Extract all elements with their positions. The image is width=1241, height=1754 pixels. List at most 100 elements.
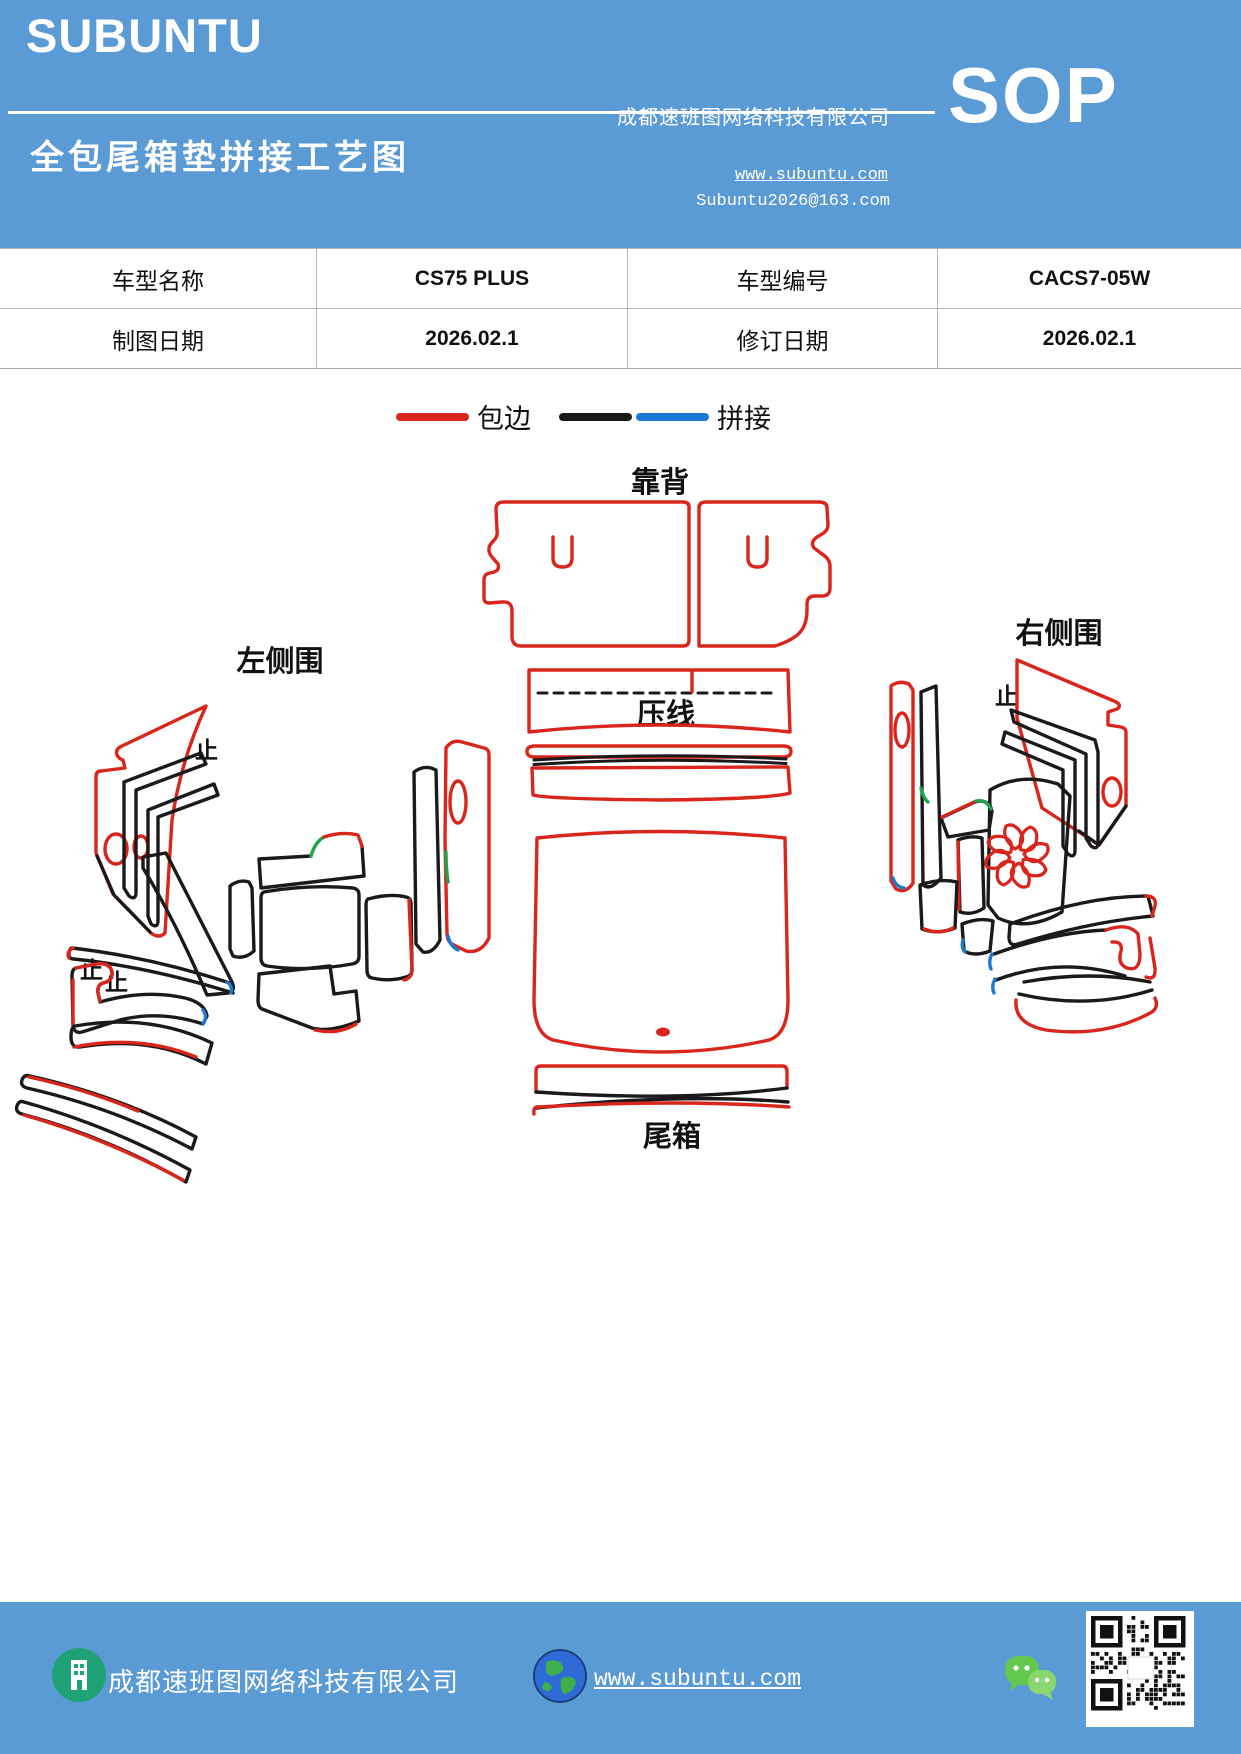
header-company-name: 成都速班图网络科技有限公司 [617,107,890,129]
right-chevron-2 [1000,730,1077,858]
left-tall-red-green-seg [444,850,450,884]
footer: 成都速班图网络科技有限公司 www.subuntu.com [0,1602,1241,1754]
left-outer-black-edge [95,854,152,934]
model-code-label: 车型编号 [628,248,938,308]
label-right-side: 右侧围 [1015,617,1102,650]
right-strip-3-line-1 [1022,974,1152,984]
right-tall-red-blue-tip [891,876,906,890]
globe-icon [533,1649,587,1703]
revise-date-value: 2026.02.1 [938,308,1241,368]
wide-band [530,765,792,802]
left-strip-1-red-cap [66,946,75,960]
footer-company-name: 成都速班图网络科技有限公司 [108,1667,460,1697]
trunk-strips [532,1064,791,1116]
left-oval-hole-1 [103,832,129,866]
right-strip-2-blue-tip-2 [991,977,997,995]
building-icon [52,1648,106,1702]
left-side-group [14,704,491,1184]
right-strip-2-red-edge [1144,936,1157,980]
trunk-mat-diagram: 包边 拼接 靠背 左侧围 右侧围 压线 尾箱 止 止 止 止 [14,404,1159,1184]
right-tall-red-piece [889,680,915,893]
draw-date-label: 制图日期 [0,308,317,368]
right-strip-2-blue-tip-1 [988,952,994,971]
left-strip-1-blue-tip [225,980,234,995]
right-strip-1-red-cap [1144,894,1157,918]
left-tall-red-oval [448,779,468,825]
model-name-value: CS75 PLUS [317,248,628,308]
header-email: Subuntu2026@163.com [696,192,890,211]
press-line-outline [527,668,792,734]
stop-mark-left: 止 [195,737,218,763]
right-strip-2-red-hook [1104,925,1142,971]
strip-a-black-bottom [534,1086,789,1098]
vehicle-info-table: 车型名称 CS75 PLUS 车型编号 CACS7-05W 制图日期 2026.… [0,248,1241,369]
qr-code [1086,1611,1194,1727]
right-strip-3-red-crescent [1014,996,1159,1034]
left-tab-piece-red [322,831,364,848]
page-title: 全包尾箱垫拼接工艺图 [30,139,410,177]
backrest-left-u-cutout [551,535,574,569]
pinwheel-motif [984,823,1050,889]
thin-band [525,744,793,759]
right-strip-2-top [992,928,1108,956]
header: SUBUNTU 全包尾箱垫拼接工艺图 成都速班图网络科技有限公司 www.sub… [0,0,1241,248]
left-diagonal-piece [141,851,236,997]
left-strip-2-blue-tip [201,1008,208,1026]
right-tall-narrow-piece [919,684,943,889]
trunk-dot [656,1027,670,1037]
draw-date-value: 2026.02.1 [317,308,628,368]
right-tab-piece-red [940,800,976,819]
right-outer-red-piece [1015,658,1128,847]
left-chevron-1 [122,751,208,900]
model-name-label: 车型名称 [0,248,317,308]
label-backrest: 靠背 [631,466,689,499]
right-strip-2-bottom [994,965,1127,982]
right-mid-piece-red-edge [956,840,961,911]
band-splice-line-1 [532,754,788,762]
wechat-icon [1005,1656,1056,1700]
legend-splice-label: 拼接 [717,404,771,434]
label-left-side: 左侧围 [236,645,323,678]
left-tab-piece-black [257,844,366,890]
right-chevron-1 [1009,708,1100,850]
stop-mark-right: 止 [995,683,1018,709]
right-tall-narrow-green-seg [919,786,930,804]
right-pinwheel-piece [986,777,1072,926]
trunk-main-outline [532,829,790,1054]
right-lower-piece-1-red [922,926,955,934]
left-strip-4-red-top [27,1075,140,1113]
left-strip-4 [19,1073,198,1151]
revise-date-label: 修订日期 [628,308,938,368]
right-strip-1 [1007,894,1155,947]
model-code-value: CACS7-05W [938,248,1241,308]
left-tall-red-blue-tip [446,934,460,952]
backrest-right-piece [697,500,832,648]
sop-badge: SOP [948,51,1119,139]
legend: 包边 拼接 [396,404,771,434]
header-website-link[interactable]: www.subuntu.com [734,166,888,185]
left-tab-piece-green [309,835,326,858]
left-tall-narrow-piece [412,765,442,954]
footer-website-link[interactable]: www.subuntu.com [594,1666,802,1692]
left-strip-5-red-bottom [22,1113,185,1182]
left-mid-right-piece [364,893,414,982]
left-rounded-rect-piece [259,884,361,971]
backrest-left-piece [482,500,691,648]
left-strip-3-red-bottom [72,1040,198,1059]
label-trunk: 尾箱 [643,1120,701,1153]
left-mid-right-red-edge [402,898,414,982]
right-lower-piece-2-blue [960,938,967,954]
press-line-piece [527,668,792,734]
header-divider-line [8,111,935,114]
left-strip-2-red-hook [74,961,114,1003]
trunk-main-piece [532,829,790,1054]
backrest-right-u-cutout [746,535,769,569]
right-mid-piece [956,835,986,916]
right-side-group [889,658,1159,1034]
left-small-vertical-piece [228,879,256,959]
brand-logo: SUBUNTU [26,9,263,62]
left-chevron-2 [146,782,220,928]
left-step-piece-red-bottom [313,1022,358,1034]
strip-a-red [534,1064,789,1094]
